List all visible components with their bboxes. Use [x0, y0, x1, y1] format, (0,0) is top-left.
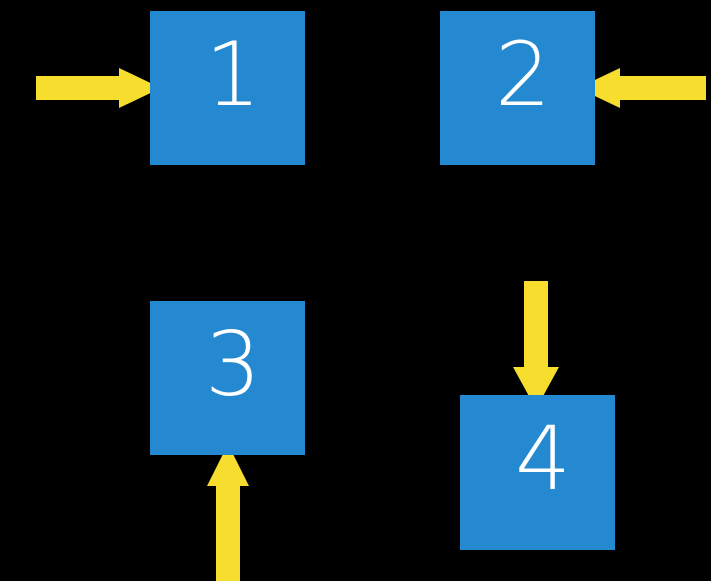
node-block-4[interactable]: [460, 395, 615, 550]
arrow-into-node-2: [578, 68, 706, 108]
node-block-1[interactable]: [150, 11, 305, 165]
node-label-2: 2: [495, 23, 551, 126]
arrow-into-node-1: [36, 68, 161, 108]
node-label-1: 1: [205, 23, 261, 126]
node-label-4: 4: [515, 407, 571, 510]
arrow-into-node-3: [207, 444, 249, 581]
arrow-into-node-4: [513, 281, 559, 409]
node-label-3: 3: [205, 313, 261, 416]
node-block-3[interactable]: [150, 301, 305, 455]
node-block-2[interactable]: [440, 11, 595, 165]
